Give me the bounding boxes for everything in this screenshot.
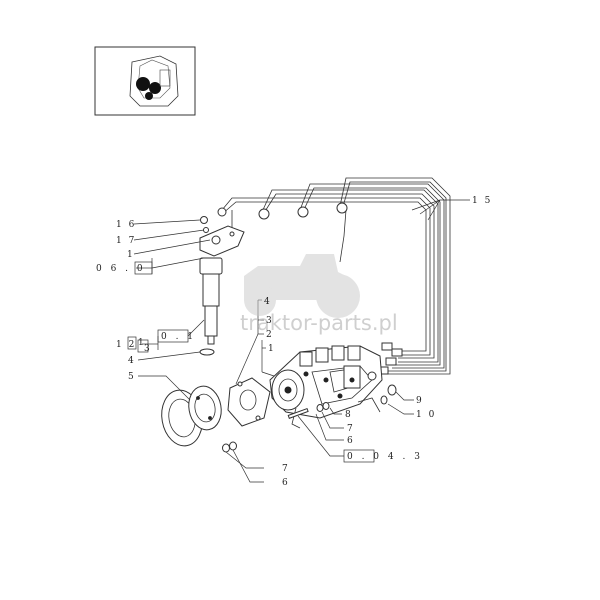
ref-box-0043: [343, 449, 375, 463]
callout-17[interactable]: 1 7: [116, 236, 136, 246]
washer-7b[interactable]: [222, 443, 230, 453]
watermark: traktor-parts.pl: [240, 254, 398, 335]
callout-0043[interactable]: 0 . 0 4 . 3: [347, 452, 423, 462]
banjo-bolt-9[interactable]: [387, 384, 397, 396]
pipe-fitting: [381, 342, 393, 351]
washer-10[interactable]: [380, 395, 388, 405]
callout-1[interactable]: 1: [127, 250, 135, 260]
washer-16[interactable]: [200, 216, 208, 224]
injection-pipes[interactable]: [217, 177, 451, 375]
nut-6b[interactable]: [229, 441, 237, 451]
callout-3[interactable]: 3: [266, 316, 274, 326]
callout-6a[interactable]: 6: [347, 436, 355, 446]
callout-5[interactable]: 5: [128, 372, 136, 382]
ref-box-01: [157, 329, 189, 343]
pipe-fitting: [391, 348, 403, 357]
return-pipe[interactable]: [357, 397, 381, 413]
pipe-nut: [258, 208, 270, 220]
callout-6b[interactable]: 6: [282, 478, 290, 488]
pipe-fitting: [385, 357, 397, 366]
stud-6[interactable]: [287, 407, 309, 419]
pipe-nut: [336, 202, 348, 214]
ref-box-06: [134, 261, 153, 275]
engine-thumbnail[interactable]: [94, 46, 196, 116]
callout-7a[interactable]: 7: [347, 424, 355, 434]
injector-seal: [199, 348, 215, 356]
pump-gasket[interactable]: [227, 377, 271, 427]
callout-12-sub[interactable]: 1: [138, 338, 146, 348]
tractor-icon: [244, 254, 360, 318]
callout-9[interactable]: 9: [416, 396, 424, 406]
ref-box-13: [137, 339, 149, 353]
callout-10[interactable]: 1 0: [416, 410, 436, 420]
injection-pump[interactable]: [269, 345, 383, 429]
callout-12[interactable]: 1 2: [116, 340, 136, 350]
injector-clamp[interactable]: [199, 225, 245, 257]
callout-4b[interactable]: 4: [264, 297, 272, 307]
nut-8[interactable]: [322, 402, 330, 410]
callout-16[interactable]: 1 6: [116, 220, 136, 230]
washer-17[interactable]: [203, 227, 209, 233]
callout-2[interactable]: 2: [266, 330, 274, 340]
injector-body[interactable]: [199, 257, 223, 356]
engine-location-icon: [129, 55, 179, 107]
callout-13[interactable]: 3: [144, 344, 152, 354]
seal-washers[interactable]: [157, 384, 224, 449]
callout-06[interactable]: 0 6 . 0: [96, 264, 146, 274]
callout-8[interactable]: 8: [345, 410, 353, 420]
pipe-nut: [297, 206, 309, 218]
ref-box-12: [127, 336, 137, 350]
callout-7b[interactable]: 7: [282, 464, 290, 474]
callout-15[interactable]: 1 5: [472, 196, 492, 206]
pipe-nut: [217, 207, 227, 217]
callout-01[interactable]: 0 . 1: [161, 332, 196, 342]
washer-7a[interactable]: [316, 404, 324, 412]
watermark-text: traktor-parts.pl: [240, 311, 398, 335]
callout-labels: 1 5 1 6 1 7 1 0 6 . 0 1 2 1 0 . 1 3 4 5 …: [96, 196, 492, 488]
callout-4a[interactable]: 4: [128, 356, 136, 366]
callout-1b[interactable]: 1: [268, 344, 276, 354]
